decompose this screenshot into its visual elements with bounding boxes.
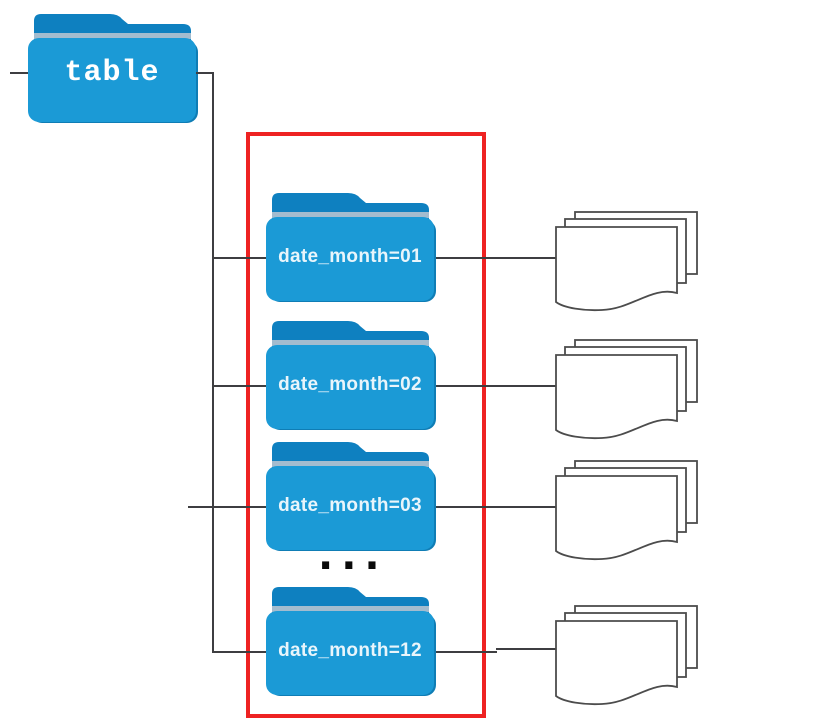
folder-icon — [266, 321, 436, 430]
file-stack-icon — [555, 460, 698, 561]
folder-date-month-02: date_month=02 — [262, 317, 437, 431]
branch-line-4 — [213, 651, 269, 653]
files-connector-2 — [434, 385, 556, 387]
partition-highlight-box — [246, 132, 486, 718]
branch-line-1 — [213, 257, 269, 259]
folder-icon — [266, 587, 436, 696]
folder-date-month-12: date_month=12 — [262, 583, 437, 697]
file-stack-4 — [555, 605, 700, 707]
ellipsis: ... — [318, 533, 388, 579]
files-connector-1 — [434, 257, 556, 259]
file-stack-icon — [555, 339, 698, 440]
file-stack-1 — [555, 211, 700, 313]
tree-trunk-line — [212, 73, 214, 653]
file-stack-2 — [555, 339, 700, 441]
folder-icon — [28, 14, 198, 123]
file-stack-icon — [555, 605, 698, 706]
files-connector-4b — [496, 648, 556, 650]
files-connector-4a — [434, 651, 497, 653]
files-connector-3 — [434, 506, 556, 508]
branch-line-3 — [188, 506, 269, 508]
file-stack-3 — [555, 460, 700, 562]
folder-icon — [266, 193, 436, 302]
folder-date-month-01: date_month=01 — [262, 189, 437, 303]
file-stack-icon — [555, 211, 698, 312]
root-right-tick — [196, 72, 214, 74]
branch-line-2 — [213, 385, 269, 387]
root-table-folder: table — [24, 10, 199, 124]
root-left-tick — [10, 72, 28, 74]
